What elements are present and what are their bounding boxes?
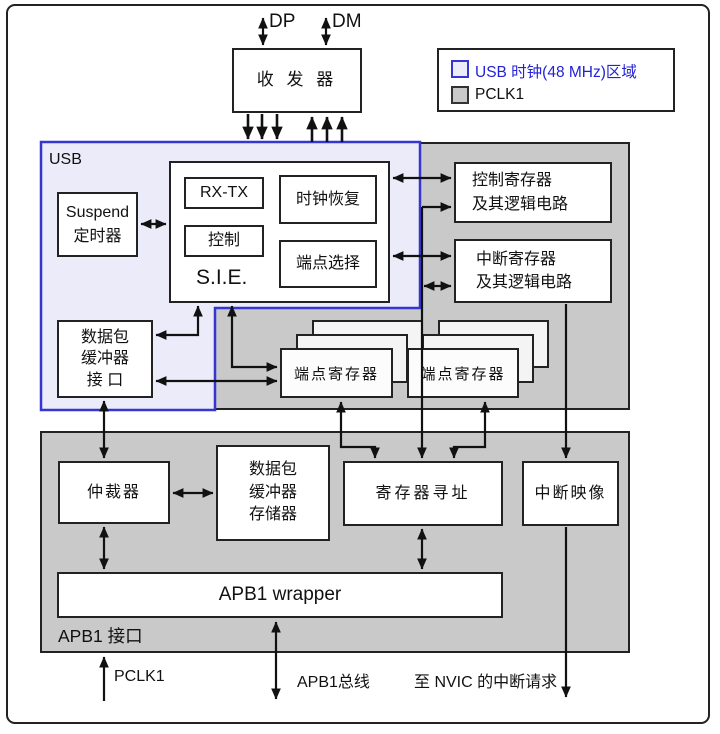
sie-label: S.I.E. (196, 266, 248, 289)
pclk1-signal-label: PCLK1 (114, 668, 165, 685)
legend-usb-clock-swatch (451, 60, 469, 78)
suspend-timer-line1: Suspend (65, 204, 130, 222)
control-registers-line2: 及其逻辑电路 (472, 195, 569, 213)
interrupt-registers-line1: 中断寄存器 (476, 250, 557, 268)
endpoint-select-block: 端点选择 (279, 240, 377, 288)
control-label: 控制 (207, 232, 240, 250)
endpoint-registers-left-label: 端点寄存器 (293, 365, 379, 383)
legend: USB 时钟(48 MHz)区域 PCLK1 (437, 48, 675, 112)
clock-recovery-block: 时钟恢复 (279, 175, 377, 224)
transceiver-block: 收 发 器 (232, 48, 362, 113)
packet-buffer-interface-line1: 数据包 (80, 328, 129, 346)
endpoint-registers-left-block: 端点寄存器 (280, 348, 393, 398)
suspend-timer-line2: 定时器 (73, 227, 122, 245)
dm-signal-label: DM (332, 11, 362, 32)
diagram-outer-border (6, 4, 710, 724)
legend-pclk1-swatch (451, 86, 469, 104)
clock-recovery-label: 时钟恢复 (295, 190, 360, 208)
arbiter-block: 仲裁器 (58, 461, 170, 524)
legend-usb-clock-label: USB 时钟(48 MHz)区域 (475, 64, 637, 81)
apb1-wrapper-block: APB1 wrapper (57, 572, 503, 618)
arbiter-label: 仲裁器 (86, 483, 141, 501)
control-registers-line1: 控制寄存器 (472, 172, 553, 190)
packet-buffer-interface-line2: 缓冲器 (80, 350, 129, 368)
usb-region-label: USB (49, 151, 82, 168)
interrupt-mapper-block: 中断映像 (522, 461, 619, 526)
endpoint-registers-right-block: 端点寄存器 (407, 348, 519, 398)
interrupt-mapper-label: 中断映像 (534, 484, 607, 502)
nvic-interrupt-label: 至 NVIC 的中断请求 (414, 674, 558, 691)
transceiver-label: 收 发 器 (256, 70, 338, 90)
apb1-region-label: APB1 接口 (58, 626, 143, 646)
interrupt-registers-block: 中断寄存器 及其逻辑电路 (454, 239, 612, 303)
interrupt-registers-line2: 及其逻辑电路 (476, 274, 573, 291)
control-block: 控制 (184, 225, 264, 257)
packet-buffer-memory-line2: 缓冲器 (248, 483, 297, 501)
endpoint-registers-right-label: 端点寄存器 (420, 365, 506, 383)
rx-tx-block: RX-TX (184, 177, 264, 209)
dp-signal-label: DP (269, 11, 296, 32)
apb1-bus-label: APB1总线 (297, 674, 370, 691)
apb1-wrapper-label: APB1 wrapper (218, 584, 342, 606)
packet-buffer-interface-block: 数据包 缓冲器 接 口 (57, 320, 153, 398)
legend-pclk1-label: PCLK1 (475, 86, 525, 103)
control-registers-block: 控制寄存器 及其逻辑电路 (454, 162, 612, 223)
packet-buffer-memory-line3: 存储器 (248, 506, 297, 524)
suspend-timer-block: Suspend 定时器 (57, 192, 138, 257)
packet-buffer-interface-line3: 接 口 (86, 371, 124, 389)
endpoint-select-label: 端点选择 (295, 255, 360, 273)
packet-buffer-memory-block: 数据包 缓冲器 存储器 (216, 445, 330, 541)
rx-tx-label: RX-TX (200, 184, 248, 202)
packet-buffer-memory-line1: 数据包 (248, 461, 297, 479)
register-addressing-label: 寄存器寻址 (375, 484, 471, 502)
register-addressing-block: 寄存器寻址 (343, 461, 503, 526)
